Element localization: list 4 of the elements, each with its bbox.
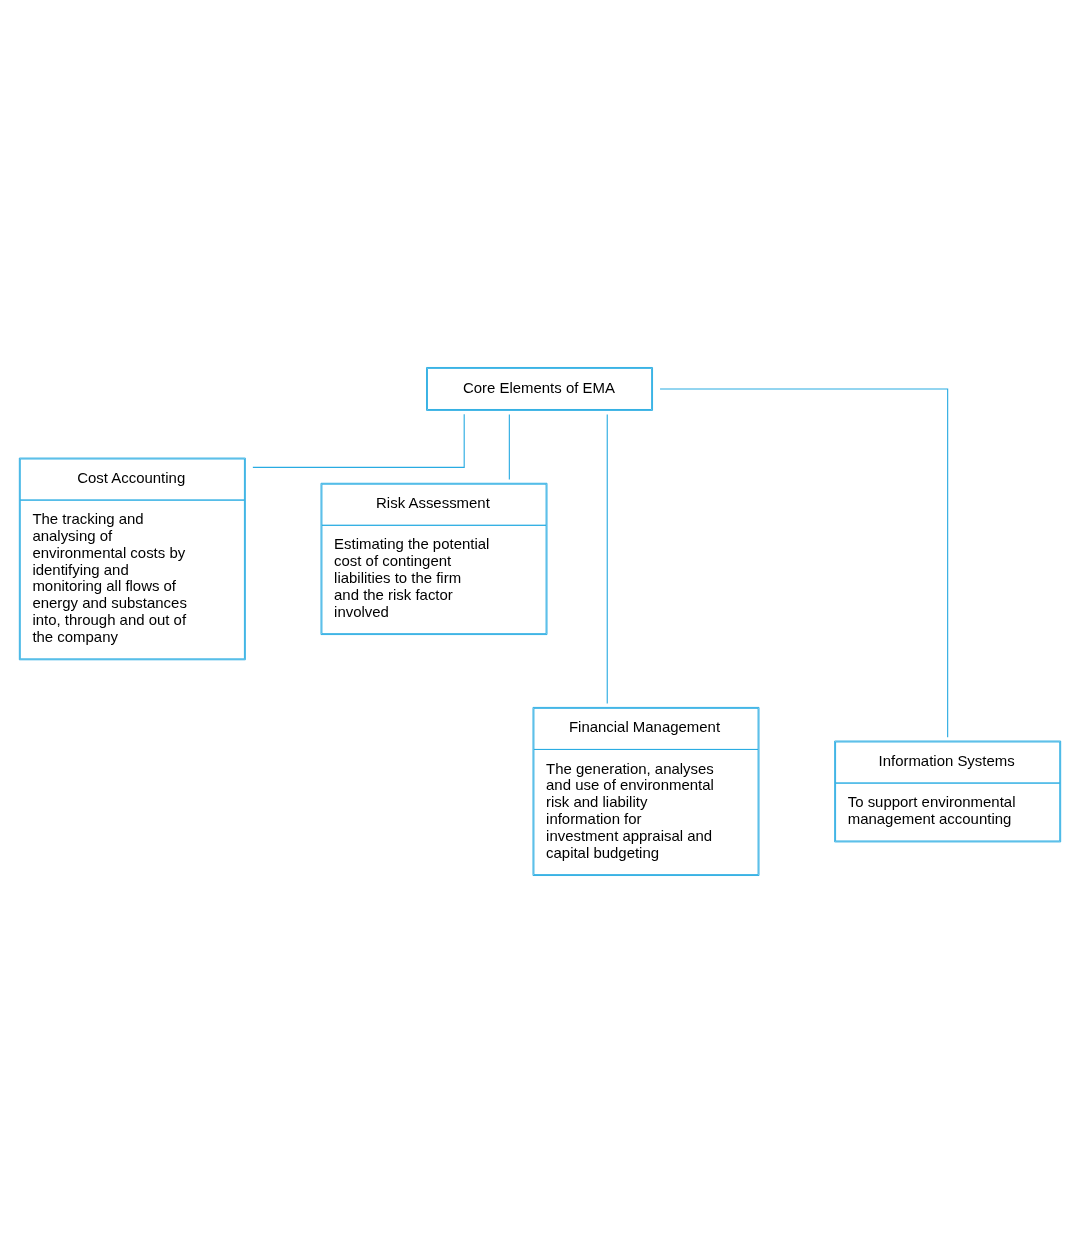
connector — [659, 388, 949, 738]
connector — [606, 413, 608, 705]
connector — [508, 413, 510, 481]
connector — [252, 413, 465, 468]
